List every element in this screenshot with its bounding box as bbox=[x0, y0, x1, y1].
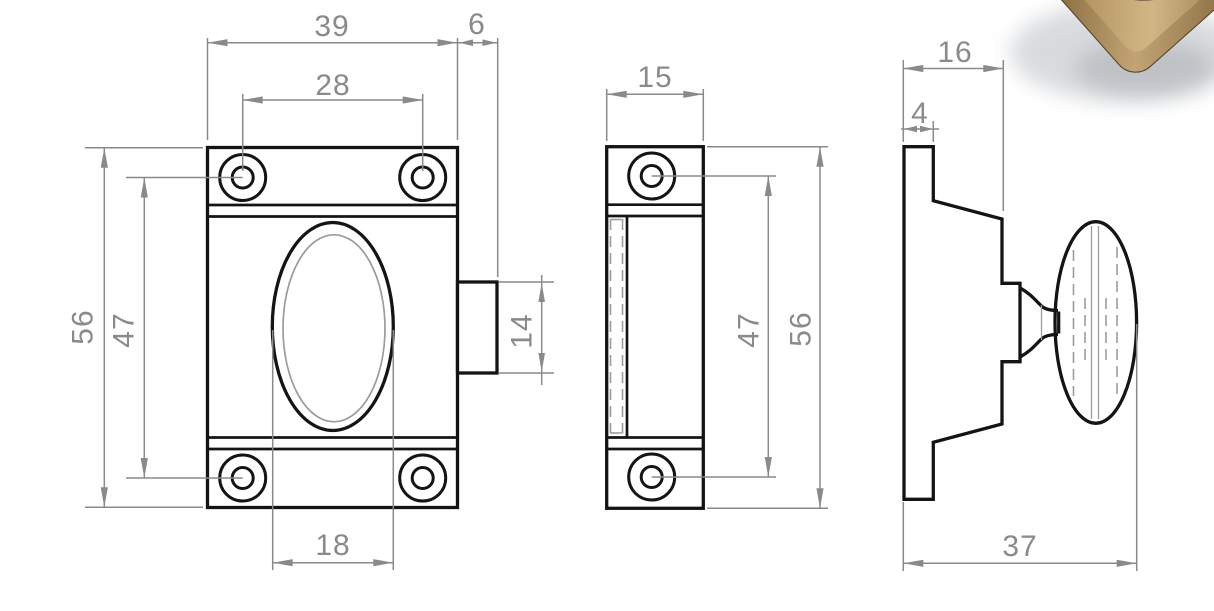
dim-label: 39 bbox=[314, 10, 349, 43]
dim-side-depth: 15 bbox=[605, 61, 705, 141]
side-view bbox=[605, 145, 705, 510]
knob-neck-bottom bbox=[1019, 332, 1059, 359]
dim-front-bolt-projection: 6 bbox=[457, 8, 499, 277]
knob-profile-outline bbox=[1053, 220, 1139, 425]
latch-bolt bbox=[455, 280, 499, 375]
front-view bbox=[205, 145, 499, 510]
dim-profile-plate-thickness: 4 bbox=[901, 97, 939, 142]
dim-label: 47 bbox=[733, 312, 766, 347]
knob-oval-outline bbox=[270, 220, 395, 433]
dim-side-screw-spacing-vertical: 47 bbox=[651, 175, 776, 478]
dim-label: 6 bbox=[468, 8, 486, 41]
dim-front-screw-spacing-horizontal: 28 bbox=[241, 69, 424, 171]
profile-view bbox=[902, 145, 1139, 501]
dim-label: 16 bbox=[937, 36, 972, 69]
arrow-right bbox=[920, 125, 933, 133]
dim-label: 56 bbox=[67, 309, 100, 344]
dim-side-overall-height: 56 bbox=[707, 145, 828, 510]
dim-label: 4 bbox=[911, 97, 929, 130]
screw-inner bbox=[410, 466, 435, 490]
dim-label: 37 bbox=[1002, 530, 1037, 563]
side-dimensions: 15 47 56 bbox=[605, 61, 828, 510]
front-dimensions: 39 6 28 56 47 bbox=[67, 8, 554, 570]
arrow-left bbox=[459, 39, 473, 46]
dim-profile-overall-depth: 37 bbox=[902, 324, 1138, 571]
dim-label: 47 bbox=[108, 312, 141, 347]
arrow-right bbox=[482, 39, 497, 46]
knob-oval-highlight bbox=[282, 233, 386, 423]
dim-front-overall-height: 56 bbox=[67, 146, 203, 509]
arrow-up bbox=[538, 283, 545, 302]
screw-hole-top-right bbox=[398, 153, 448, 202]
knob-neck-top bbox=[1019, 286, 1059, 313]
product-photo bbox=[985, 0, 1214, 102]
arrow-down bbox=[538, 353, 545, 372]
dim-label: 14 bbox=[506, 313, 539, 348]
dim-front-bolt-height: 14 bbox=[499, 275, 554, 385]
dim-front-screw-spacing-vertical: 47 bbox=[108, 176, 243, 479]
arrow-left bbox=[904, 125, 917, 133]
dim-profile-boss-depth: 16 bbox=[902, 36, 1005, 211]
dim-label: 18 bbox=[315, 529, 350, 562]
dim-label: 15 bbox=[637, 61, 672, 94]
dim-label: 28 bbox=[315, 69, 350, 102]
profile-plate-outline bbox=[902, 145, 1022, 501]
profile-dimensions: 16 4 37 bbox=[901, 36, 1138, 571]
dim-label: 56 bbox=[785, 311, 818, 346]
dim-front-knob-width: 18 bbox=[271, 330, 395, 570]
screw-hole-bottom-right bbox=[398, 453, 448, 503]
front-plate-outline bbox=[205, 145, 460, 510]
dim-front-overall-width: 39 bbox=[206, 10, 459, 140]
